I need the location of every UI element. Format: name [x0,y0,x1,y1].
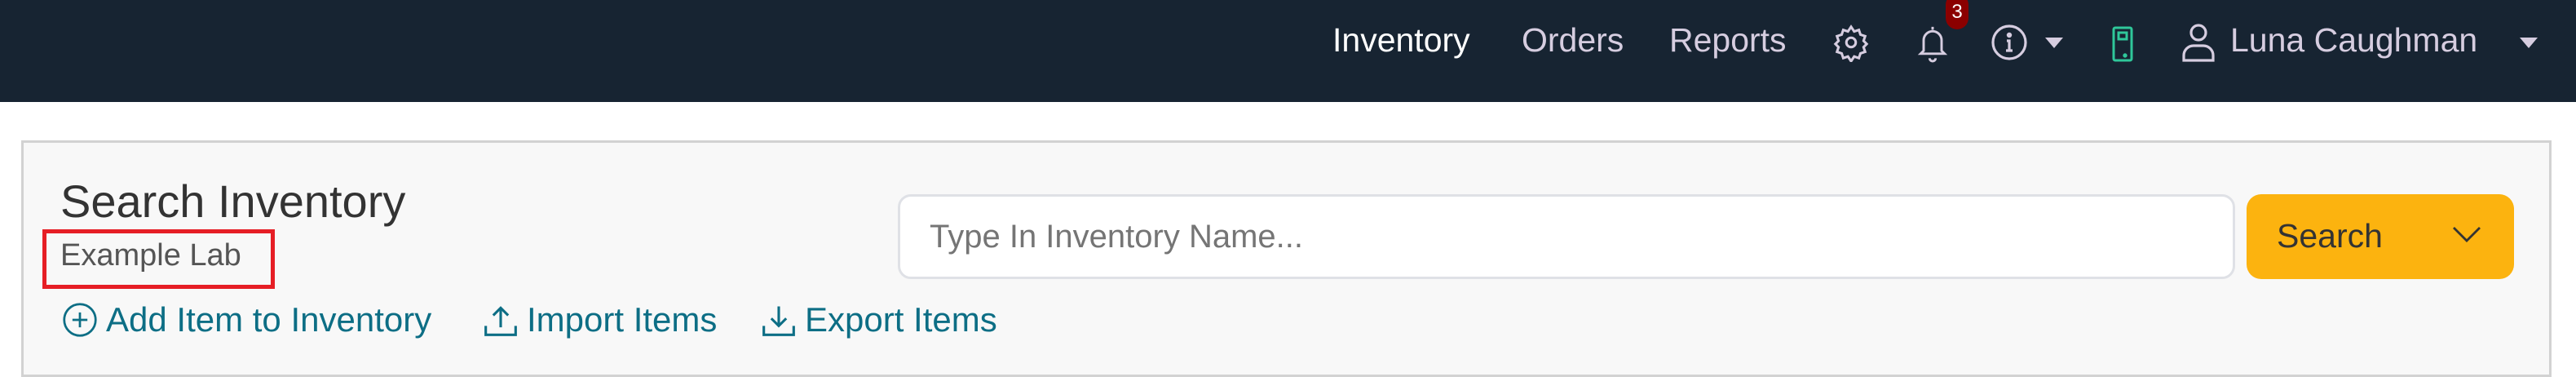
add-item-link[interactable]: Add Item to Inventory [62,300,431,339]
export-items-label: Export Items [805,300,997,339]
top-navbar: Inventory Orders Reports 3 Luna Caughman [0,0,2576,102]
nav-reports[interactable]: Reports [1669,21,1787,59]
user-dropdown-caret[interactable] [2520,38,2538,48]
tablet-icon[interactable] [2112,26,2133,62]
nav-inventory[interactable]: Inventory [1332,21,1470,59]
notification-badge: 3 [1946,0,1968,29]
search-button-label: Search [2277,217,2383,255]
nav-orders[interactable]: Orders [1522,21,1624,59]
export-items-link[interactable]: Export Items [761,300,997,339]
plus-circle-icon [63,303,97,337]
info-dropdown-caret[interactable] [2045,38,2063,48]
import-items-link[interactable]: Import Items [483,300,717,339]
bell-icon[interactable] [1915,23,1951,64]
import-items-label: Import Items [527,300,718,339]
highlight-box [42,229,275,289]
inventory-search-input[interactable] [898,194,2235,279]
search-button[interactable]: Search [2247,194,2514,279]
page-title: Search Inventory [60,175,406,227]
add-item-label: Add Item to Inventory [106,300,432,339]
user-menu[interactable]: Luna Caughman [2230,21,2478,59]
chevron-down-icon[interactable] [2450,222,2483,246]
gear-icon[interactable] [1832,23,1870,62]
info-icon[interactable] [1990,23,2029,62]
lab-name: Example Lab [60,238,241,273]
download-icon [762,306,795,336]
upload-icon [484,306,517,336]
user-icon[interactable] [2181,23,2216,62]
